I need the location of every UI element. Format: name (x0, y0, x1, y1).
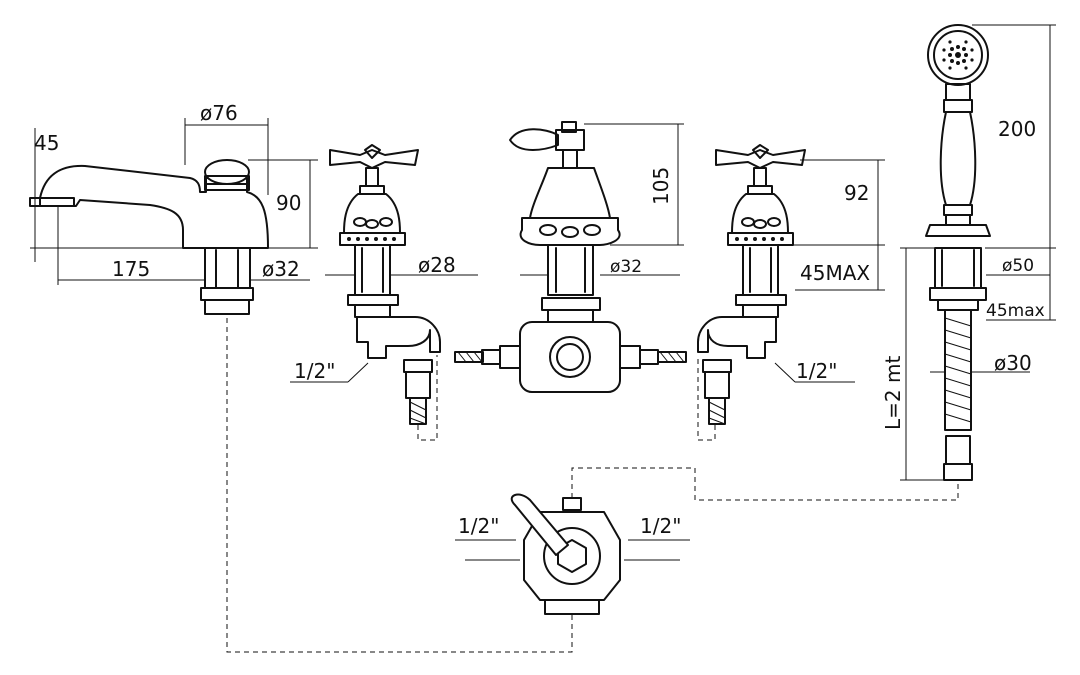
dim-hose-length: L=2 mt (881, 356, 905, 430)
dim-handshower-base-diameter: ø50 (1002, 256, 1034, 276)
hand-shower (900, 24, 1056, 481)
dim-handshower-length: 200 (998, 117, 1036, 141)
bath-spout (29, 118, 318, 315)
dim-hose-diameter: ø30 (994, 351, 1032, 375)
dim-diverter-inlet-left: 1/2" (458, 514, 499, 538)
dim-right-valve-max: 45MAX (800, 261, 870, 285)
dim-right-valve-height: 92 (844, 181, 869, 205)
diverter-valve (455, 493, 690, 615)
dim-left-inlet: 1/2" (294, 359, 335, 383)
dim-center-height: 105 (649, 167, 673, 205)
center-valve (454, 121, 687, 393)
dim-spout-base-diameter: ø32 (262, 257, 300, 281)
dim-spout-height: 45 (34, 131, 59, 155)
dim-left-valve-diameter: ø28 (418, 253, 456, 277)
left-valve (290, 144, 478, 425)
dim-spout-diameter: ø76 (200, 101, 238, 125)
right-valve (697, 144, 885, 425)
dashed-connections (226, 318, 959, 653)
dim-center-base-diameter: ø32 (610, 257, 642, 277)
dim-diverter-inlet-right: 1/2" (640, 514, 681, 538)
dim-spout-tap-height: 90 (276, 191, 301, 215)
dim-right-inlet: 1/2" (796, 359, 837, 383)
dim-spout-length: 175 (112, 257, 150, 281)
dim-handshower-max: 45max (986, 301, 1045, 321)
